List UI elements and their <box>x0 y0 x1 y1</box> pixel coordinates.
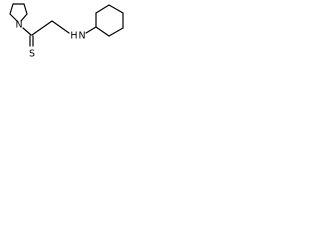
bond-hex-2 <box>95 4 110 14</box>
bond-ch2-nh <box>51 20 70 34</box>
sulfur-label: S <box>29 49 35 60</box>
bond-hex-5 <box>108 27 124 37</box>
pyrrolidine-nitrogen-label: N <box>15 20 22 31</box>
thione-double-bond <box>29 35 34 47</box>
bond-hex-3 <box>108 4 124 14</box>
bond-hex-6 <box>95 26 110 37</box>
bond-ring-c1-c2 <box>9 3 14 15</box>
amine-nitrogen-label: N <box>78 31 85 42</box>
bond-n-thiocarbonyl <box>22 27 32 36</box>
cyclohexane-ring <box>95 4 124 37</box>
pyrrolidine-ring <box>9 3 28 23</box>
amine-hydrogen-label: H <box>70 31 77 42</box>
bond-thiocarbonyl-ch2 <box>31 20 53 36</box>
bond-ring-c4-n <box>20 13 28 22</box>
bond-nh-cyclohexyl <box>85 26 97 34</box>
bond-ring-n-c1 <box>9 13 19 23</box>
bond-ring-c3-c4 <box>23 3 28 15</box>
structure-diagram: N S H N <box>9 3 124 60</box>
